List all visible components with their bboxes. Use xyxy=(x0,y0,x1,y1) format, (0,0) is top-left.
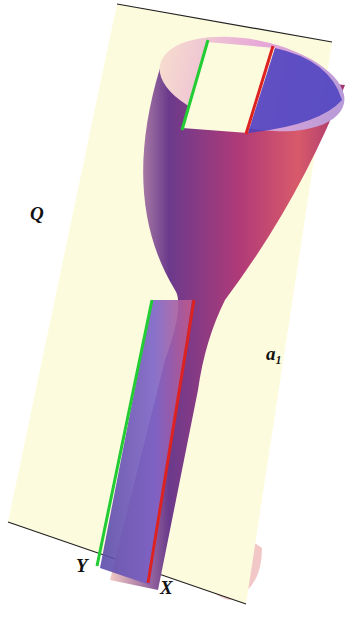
top-opening xyxy=(151,21,353,146)
red-line xyxy=(148,300,194,583)
point-label: X xyxy=(160,578,173,597)
plane-edge xyxy=(117,4,332,42)
surface-strip xyxy=(100,300,192,585)
red-line xyxy=(246,46,273,134)
green-line xyxy=(97,300,152,566)
inner-shade xyxy=(248,48,342,133)
green-line xyxy=(182,40,208,130)
point-label: a₁ xyxy=(266,344,282,363)
point-label: Y xyxy=(76,556,88,575)
point-label: Q xyxy=(30,204,44,223)
